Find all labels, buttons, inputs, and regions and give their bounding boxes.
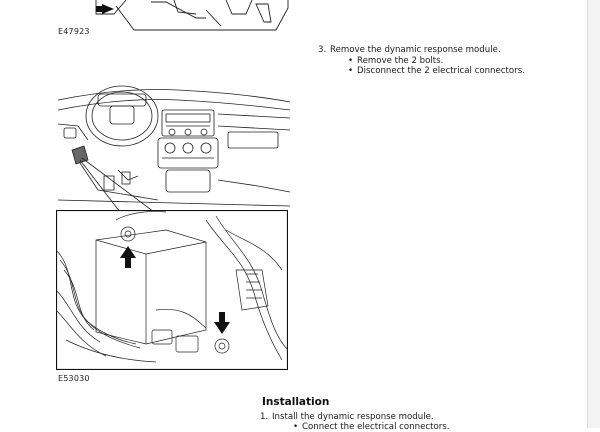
bullet-remove-bolts: Remove the 2 bolts. [348, 56, 443, 66]
bullet-disconnect-connectors: Disconnect the 2 electrical connectors. [348, 66, 525, 76]
figure-label-top: E47923 [58, 27, 90, 36]
scrollbar-track[interactable] [587, 0, 600, 428]
figure-label-main: E53030 [58, 374, 90, 383]
section-heading-installation: Installation [262, 396, 330, 408]
module-detail-illustration [56, 210, 288, 370]
bullet-connect-connectors: Connect the electrical connectors. [293, 422, 449, 432]
step-number: 3. [318, 45, 327, 55]
previous-figure-illustration [95, 0, 289, 31]
install-step-number: 1. [260, 412, 269, 422]
install-step-text: Install the dynamic response module. [272, 412, 434, 422]
step-text: Remove the dynamic response module. [330, 45, 501, 55]
dashboard-overview-illustration [58, 85, 290, 212]
